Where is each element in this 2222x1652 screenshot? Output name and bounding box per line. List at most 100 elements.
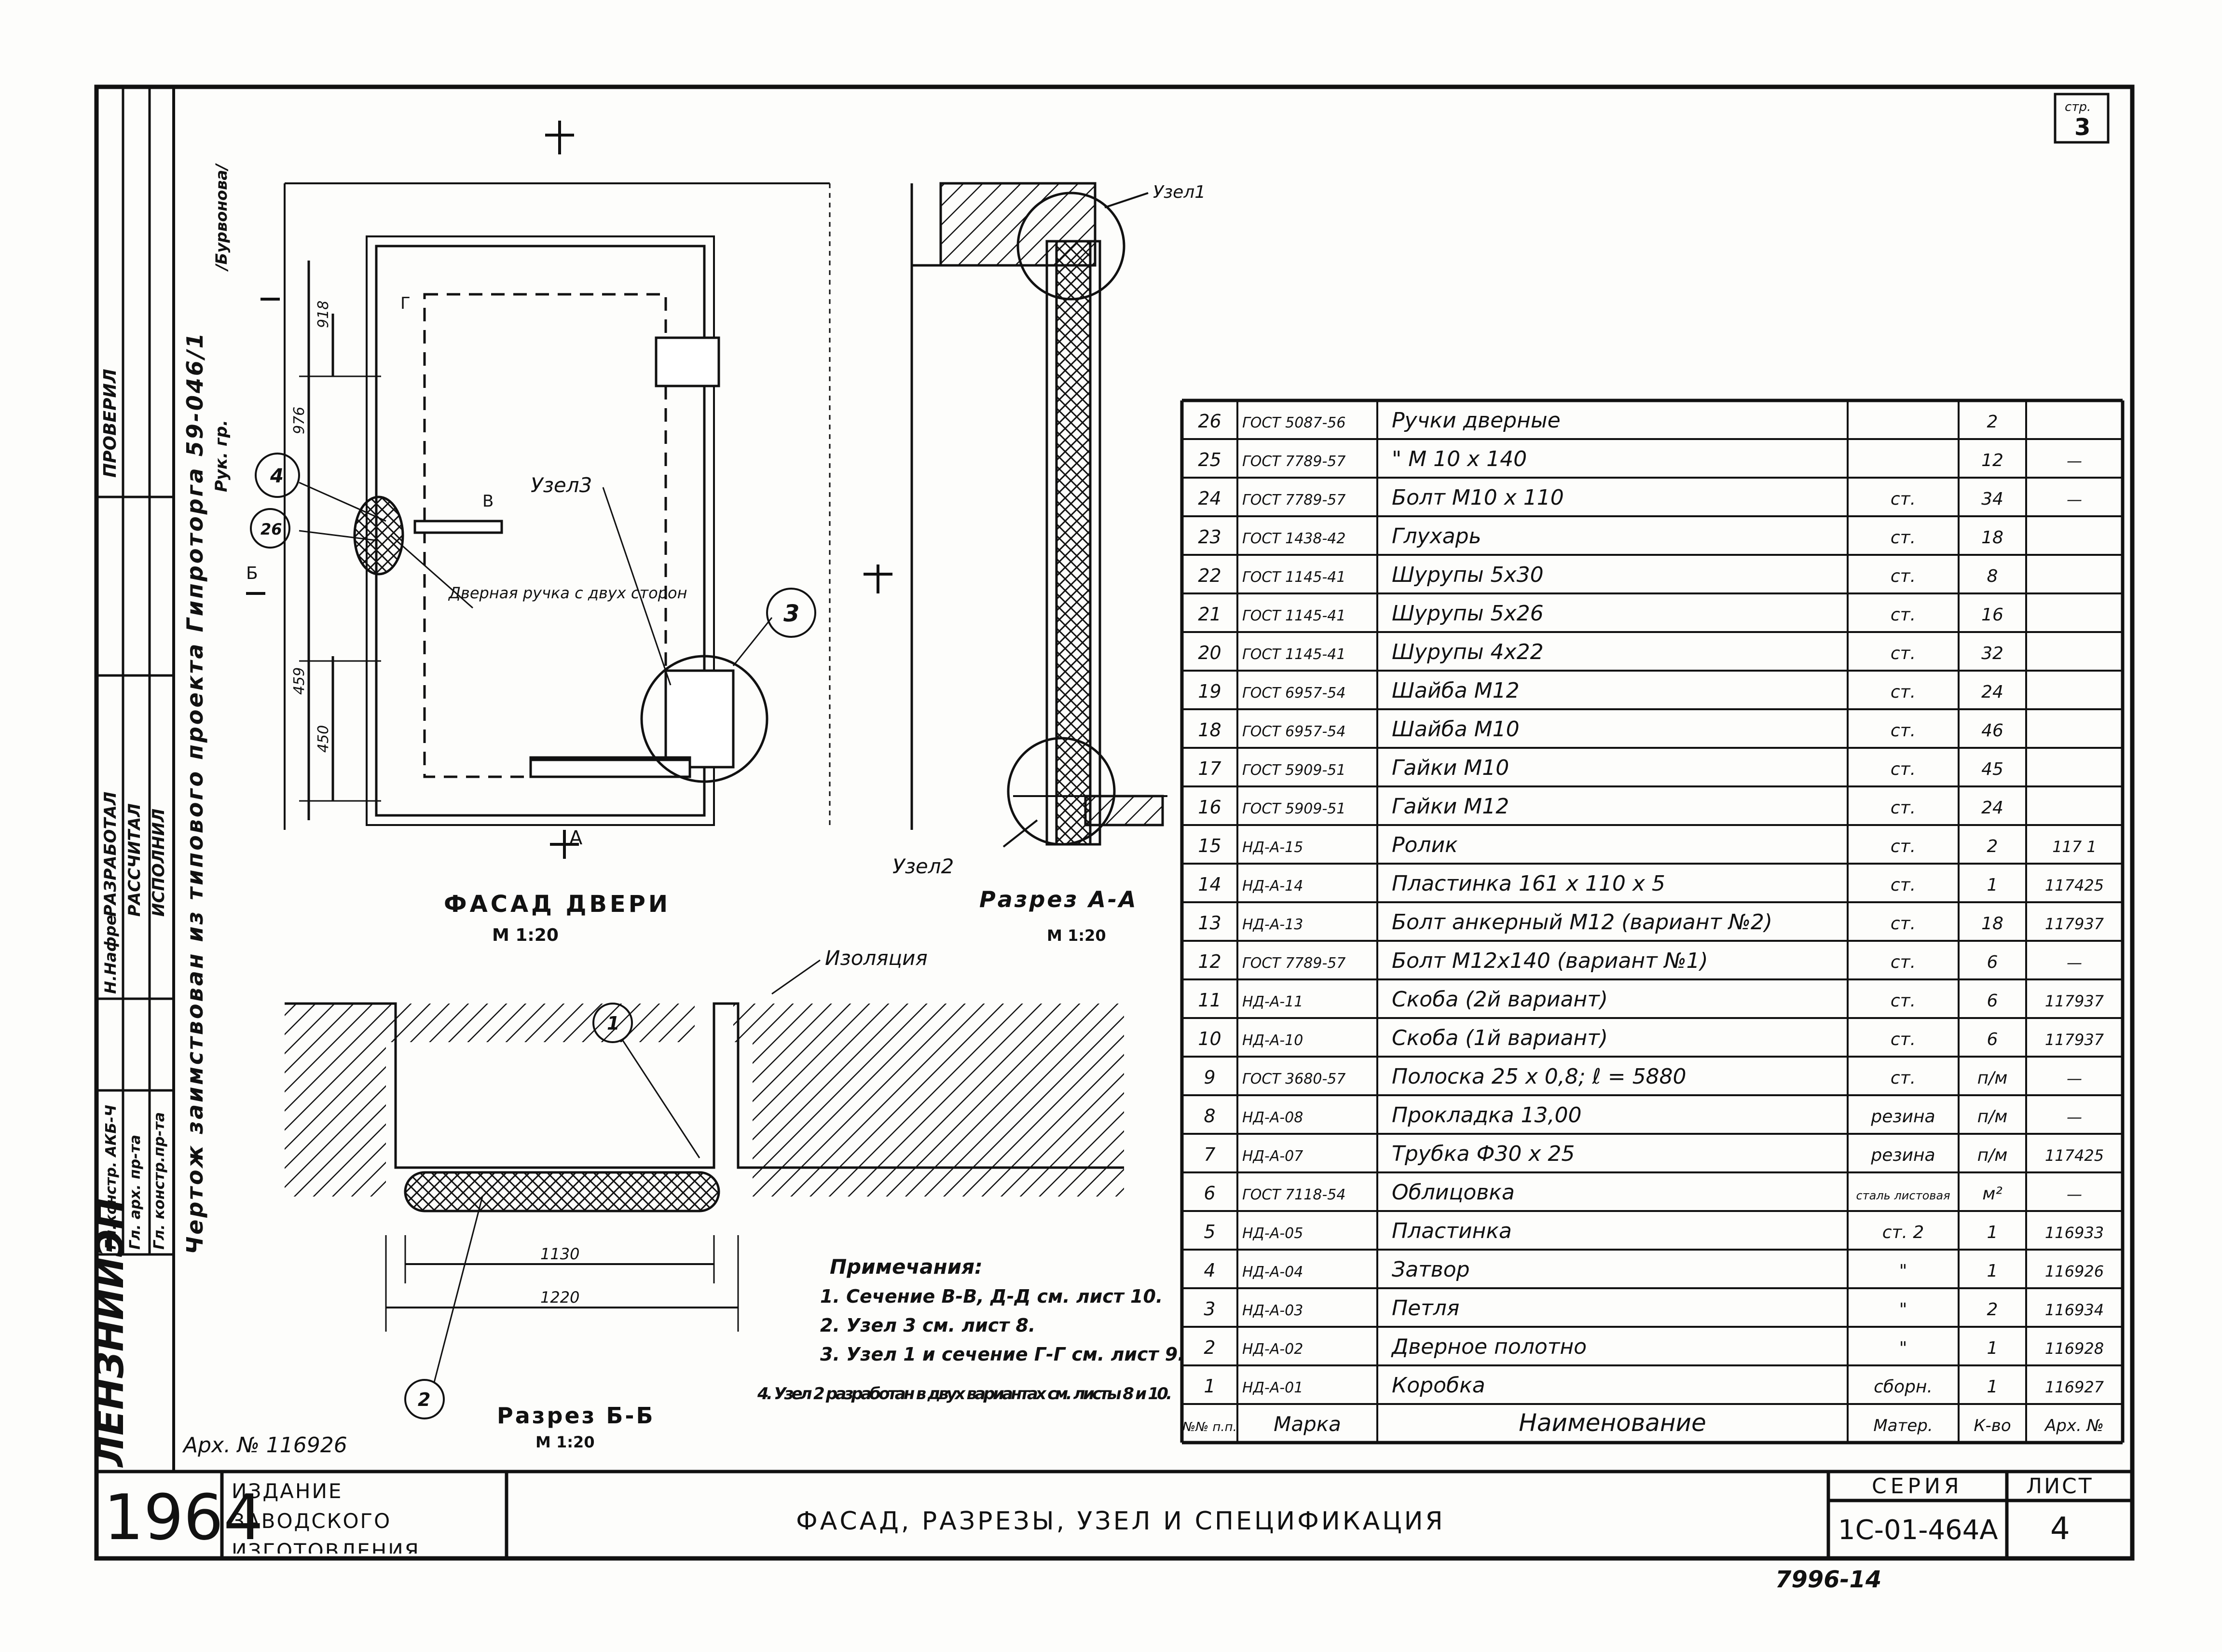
spec-cell-qty: 12 [1981, 451, 2003, 470]
spec-header-mark: Марка [1274, 1412, 1341, 1436]
spec-cell-name: Пластинка 161 х 110 х 5 [1392, 871, 1665, 896]
spec-cell-name: Болт М10 х 110 [1392, 485, 1564, 510]
spec-cell-material: ст. [1891, 952, 1916, 972]
spec-table [1180, 399, 2125, 1445]
spec-header-qty: К-во [1974, 1416, 2011, 1435]
spec-cell-arch: 117425 [2045, 876, 2104, 895]
spec-cell-mark: ГОСТ 7789-57 [1242, 453, 1345, 470]
spec-cell-mark: ГОСТ 7118-54 [1242, 1186, 1345, 1203]
spec-cell-material: ст. [1891, 644, 1916, 663]
stamp-name-1: Н.Нафре [101, 915, 120, 994]
spec-cell-mark: НД-А-04 [1242, 1264, 1303, 1280]
stamp-role-rasschital: РАССЧИТАЛ [125, 803, 144, 917]
spec-cell-material: сталь листовая [1856, 1189, 1950, 1202]
spec-cell-material: ст. [1891, 837, 1916, 856]
spec-cell-qty: 32 [1981, 644, 2003, 663]
stamp-role-proveril: ПРОВЕРИЛ [100, 369, 120, 478]
title-series-label: СЕРИЯ [1872, 1474, 1963, 1499]
spec-header-name: Наименование [1519, 1409, 1706, 1437]
facade-mark-g: Г [400, 294, 411, 313]
spec-cell-name: " М 10 х 140 [1392, 447, 1527, 471]
spec-cell-material: ст. [1891, 914, 1916, 934]
page-number-label: стр. [2065, 100, 2091, 114]
spec-cell-arch: 116933 [2045, 1224, 2104, 1242]
page-number: 3 [2074, 114, 2090, 141]
spec-cell-mark: ГОСТ 5087-56 [1242, 414, 1345, 431]
section-bb-title: Разрез Б-Б [497, 1403, 655, 1429]
spec-cell-material: " [1899, 1338, 1907, 1358]
spec-cell-material: ст. 2 [1882, 1223, 1924, 1242]
spec-cell-qty: 24 [1981, 682, 2003, 702]
facade-callout-3: 3 [783, 600, 799, 627]
spec-cell-mark: НД-А-01 [1242, 1379, 1303, 1396]
title-sheet-label: ЛИСТ [2026, 1474, 2094, 1499]
spec-cell-name: Дверное полотно [1391, 1335, 1587, 1359]
left-margin-signature: /Бурвонова/ [212, 163, 231, 272]
spec-cell-qty: 16 [1981, 605, 2003, 625]
spec-cell-arch: — [2067, 1185, 2082, 1203]
spec-cell-name: Трубка Ф30 х 25 [1392, 1142, 1575, 1166]
spec-cell-qty: 8 [1987, 566, 1998, 586]
spec-cell-num: 25 [1198, 449, 1221, 470]
spec-cell-qty: 6 [1987, 991, 1998, 1011]
spec-cell-qty: п/м [1977, 1068, 2008, 1088]
spec-cell-name: Шурупы 5х30 [1392, 563, 1544, 587]
spec-cell-name: Облицовка [1392, 1180, 1515, 1205]
spec-cell-name: Болт М12х140 (вариант №1) [1392, 949, 1708, 973]
facade-callout-26: 26 [261, 520, 282, 538]
stamp-name-3: Гл. арх. пр-та [127, 1135, 144, 1250]
spec-cell-mark: ГОСТ 5909-51 [1242, 762, 1345, 779]
spec-cell-name: Полоска 25 х 0,8; ℓ = 5880 [1392, 1064, 1687, 1089]
section-aa-drawing [910, 182, 1167, 848]
spec-cell-qty: 34 [1981, 489, 2003, 509]
spec-cell-num: 23 [1198, 526, 1221, 548]
spec-cell-material: " [1899, 1261, 1907, 1281]
spec-cell-num: 6 [1204, 1183, 1215, 1204]
spec-cell-mark: НД-А-10 [1242, 1032, 1303, 1049]
stamp-name-4: Гл. констр.пр-та [151, 1112, 168, 1250]
spec-cell-arch: 116928 [2045, 1339, 2104, 1358]
bottom-code: 7996-14 [1775, 1566, 1881, 1593]
spec-cell-qty: п/м [1977, 1107, 2008, 1127]
spec-cell-arch: 116934 [2045, 1301, 2104, 1319]
spec-cell-num: 4 [1204, 1260, 1215, 1281]
spec-cell-qty: 6 [1987, 952, 1998, 972]
spec-cell-qty: 1 [1987, 1377, 1998, 1397]
spec-cell-num: 18 [1198, 719, 1221, 741]
left-margin-main-text: Чертож заимствован из типового проекта Г… [182, 331, 208, 1254]
archive-number: Арх. № 116926 [182, 1433, 347, 1458]
spec-cell-qty: 2 [1987, 837, 1998, 856]
spec-cell-material: ст. [1891, 759, 1916, 779]
spec-cell-name: Ролик [1392, 833, 1458, 857]
spec-cell-qty: п/м [1977, 1145, 2008, 1165]
spec-cell-material: резина [1870, 1107, 1935, 1127]
spec-cell-material: ст. [1891, 1030, 1916, 1049]
spec-cell-name: Глухарь [1392, 524, 1481, 549]
spec-cell-arch: 117937 [2045, 992, 2104, 1010]
spec-cell-num: 3 [1204, 1298, 1215, 1320]
spec-header-num: №№ п.п. [1181, 1420, 1237, 1434]
spec-cell-num: 5 [1204, 1221, 1215, 1242]
spec-cell-mark: ГОСТ 6957-54 [1242, 723, 1345, 740]
spec-cell-name: Скоба (2й вариант) [1392, 987, 1608, 1012]
page-number-box [2054, 93, 2110, 144]
spec-cell-mark: ГОСТ 1438-42 [1242, 530, 1345, 547]
spec-cell-mark: НД-А-13 [1242, 916, 1303, 933]
title-main: ФАСАД, РАЗРЕЗЫ, УЗЕЛ И СПЕЦИФИКАЦИЯ [796, 1507, 1445, 1536]
section-bb-callout-1: 1 [607, 1013, 619, 1034]
spec-cell-num: 12 [1198, 951, 1221, 972]
section-aa-node1: Узел1 [1153, 182, 1206, 202]
spec-cell-arch: 117425 [2045, 1146, 2104, 1165]
left-margin-subtext: Рук. гр. [212, 420, 231, 492]
facade-dim-976: 976 [291, 407, 308, 434]
spec-cell-material: сборн. [1874, 1377, 1933, 1397]
spec-cell-material: ст. [1891, 566, 1916, 586]
spec-cell-num: 24 [1198, 488, 1221, 509]
section-bb-dim-1220: 1220 [540, 1288, 579, 1307]
spec-cell-material: ст. [1891, 1068, 1916, 1088]
spec-cell-name: Шайба М12 [1392, 678, 1520, 703]
spec-cell-arch: 117 1 [2052, 838, 2097, 856]
spec-cell-mark: ГОСТ 6957-54 [1242, 685, 1345, 702]
spec-cell-mark: НД-А-08 [1242, 1109, 1303, 1126]
title-sheet-value: 4 [2050, 1511, 2070, 1547]
